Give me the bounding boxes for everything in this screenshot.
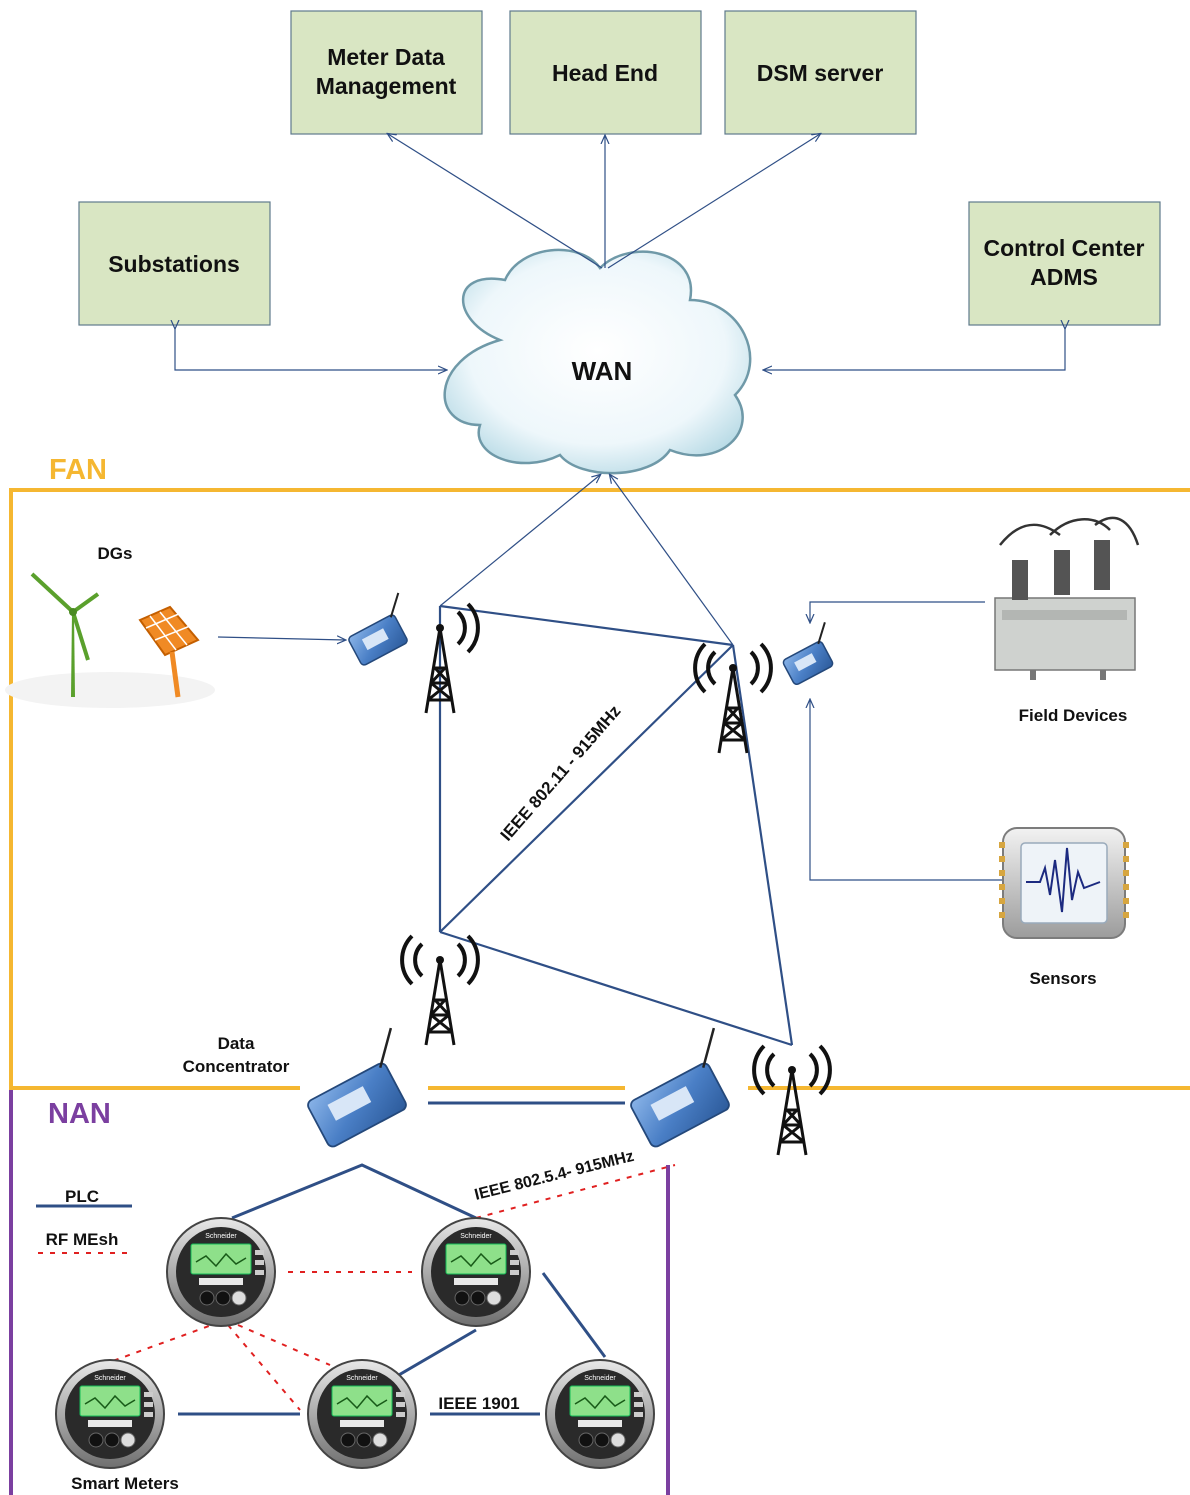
smart-meter-icon: Schneider bbox=[166, 1217, 276, 1327]
radio-tower-icon bbox=[400, 934, 480, 1046]
smart-meter-icon: Schneider bbox=[421, 1217, 531, 1327]
fan-border bbox=[9, 488, 1190, 1090]
meter-data-management-label-2: Management bbox=[316, 73, 457, 99]
smart-meter-icon: Schneider bbox=[307, 1359, 417, 1469]
data-concentrator-modem-icon bbox=[307, 1027, 407, 1148]
legend-rf-mesh-label: RF MEsh bbox=[46, 1230, 119, 1249]
dsm-server-box: DSM server bbox=[724, 10, 917, 135]
data-concentrator-label-1: Data bbox=[218, 1034, 255, 1053]
wind-turbine-icon bbox=[5, 572, 215, 708]
wireless-modem-icon bbox=[782, 622, 834, 686]
control-center-label-1: Control Center bbox=[984, 235, 1145, 261]
sensor-chip-icon bbox=[999, 827, 1129, 939]
smart-meter-icon: Schneider bbox=[55, 1359, 165, 1469]
solar-panel-icon bbox=[138, 605, 200, 698]
head-end-label: Head End bbox=[552, 60, 658, 86]
control-center-label-2: ADMS bbox=[1030, 264, 1098, 290]
nan-rf-mesh-links bbox=[109, 1164, 676, 1411]
fan-label: FAN bbox=[49, 454, 107, 486]
nan-border bbox=[9, 1090, 670, 1495]
ieee-80211-label: IEEE 802.11 - 915MHz bbox=[497, 702, 625, 845]
data-concentrator-label-2: Concentrator bbox=[183, 1057, 290, 1076]
ieee-802154-label: IEEE 802.5.4- 915MHz bbox=[473, 1148, 636, 1204]
meter-brand-label: Schneider bbox=[94, 1375, 126, 1382]
meter-brand-label: Schneider bbox=[460, 1233, 492, 1240]
smart-meters-label: Smart Meters bbox=[71, 1474, 179, 1493]
sensors-label: Sensors bbox=[1029, 969, 1096, 988]
meter-data-management-label-1: Meter Data bbox=[327, 44, 445, 70]
ieee-1901-label: IEEE 1901 bbox=[438, 1394, 519, 1413]
meter-data-management-box: Meter Data Management bbox=[290, 10, 483, 135]
substations-box: Substations bbox=[78, 201, 271, 326]
wan-cloud: WAN bbox=[443, 248, 752, 475]
radio-tower-icon bbox=[752, 1044, 832, 1156]
control-center-adms-box: Control Center ADMS bbox=[968, 201, 1161, 326]
radio-tower-icon bbox=[693, 642, 773, 754]
wan-links bbox=[175, 134, 1065, 370]
nan-label: NAN bbox=[48, 1098, 111, 1130]
meter-brand-label: Schneider bbox=[346, 1375, 378, 1382]
legend-plc-label: PLC bbox=[65, 1187, 99, 1206]
radio-tower-icon bbox=[424, 602, 480, 714]
substations-label: Substations bbox=[108, 251, 240, 277]
legend: PLC RF MEsh bbox=[36, 1187, 132, 1254]
meter-brand-label: Schneider bbox=[584, 1375, 616, 1382]
dsm-server-label: DSM server bbox=[757, 60, 884, 86]
wireless-modem-icon bbox=[630, 1027, 730, 1148]
meter-brand-label: Schneider bbox=[205, 1233, 237, 1240]
wan-label: WAN bbox=[572, 356, 633, 386]
dgs-label: DGs bbox=[98, 544, 133, 563]
smart-meter-icon: Schneider bbox=[545, 1359, 655, 1469]
field-devices-label: Field Devices bbox=[1019, 706, 1128, 725]
fan-mesh-links bbox=[217, 475, 1005, 1047]
recloser-field-device-icon bbox=[994, 516, 1140, 680]
head-end-box: Head End bbox=[509, 10, 702, 135]
wireless-modem-icon bbox=[348, 592, 408, 666]
